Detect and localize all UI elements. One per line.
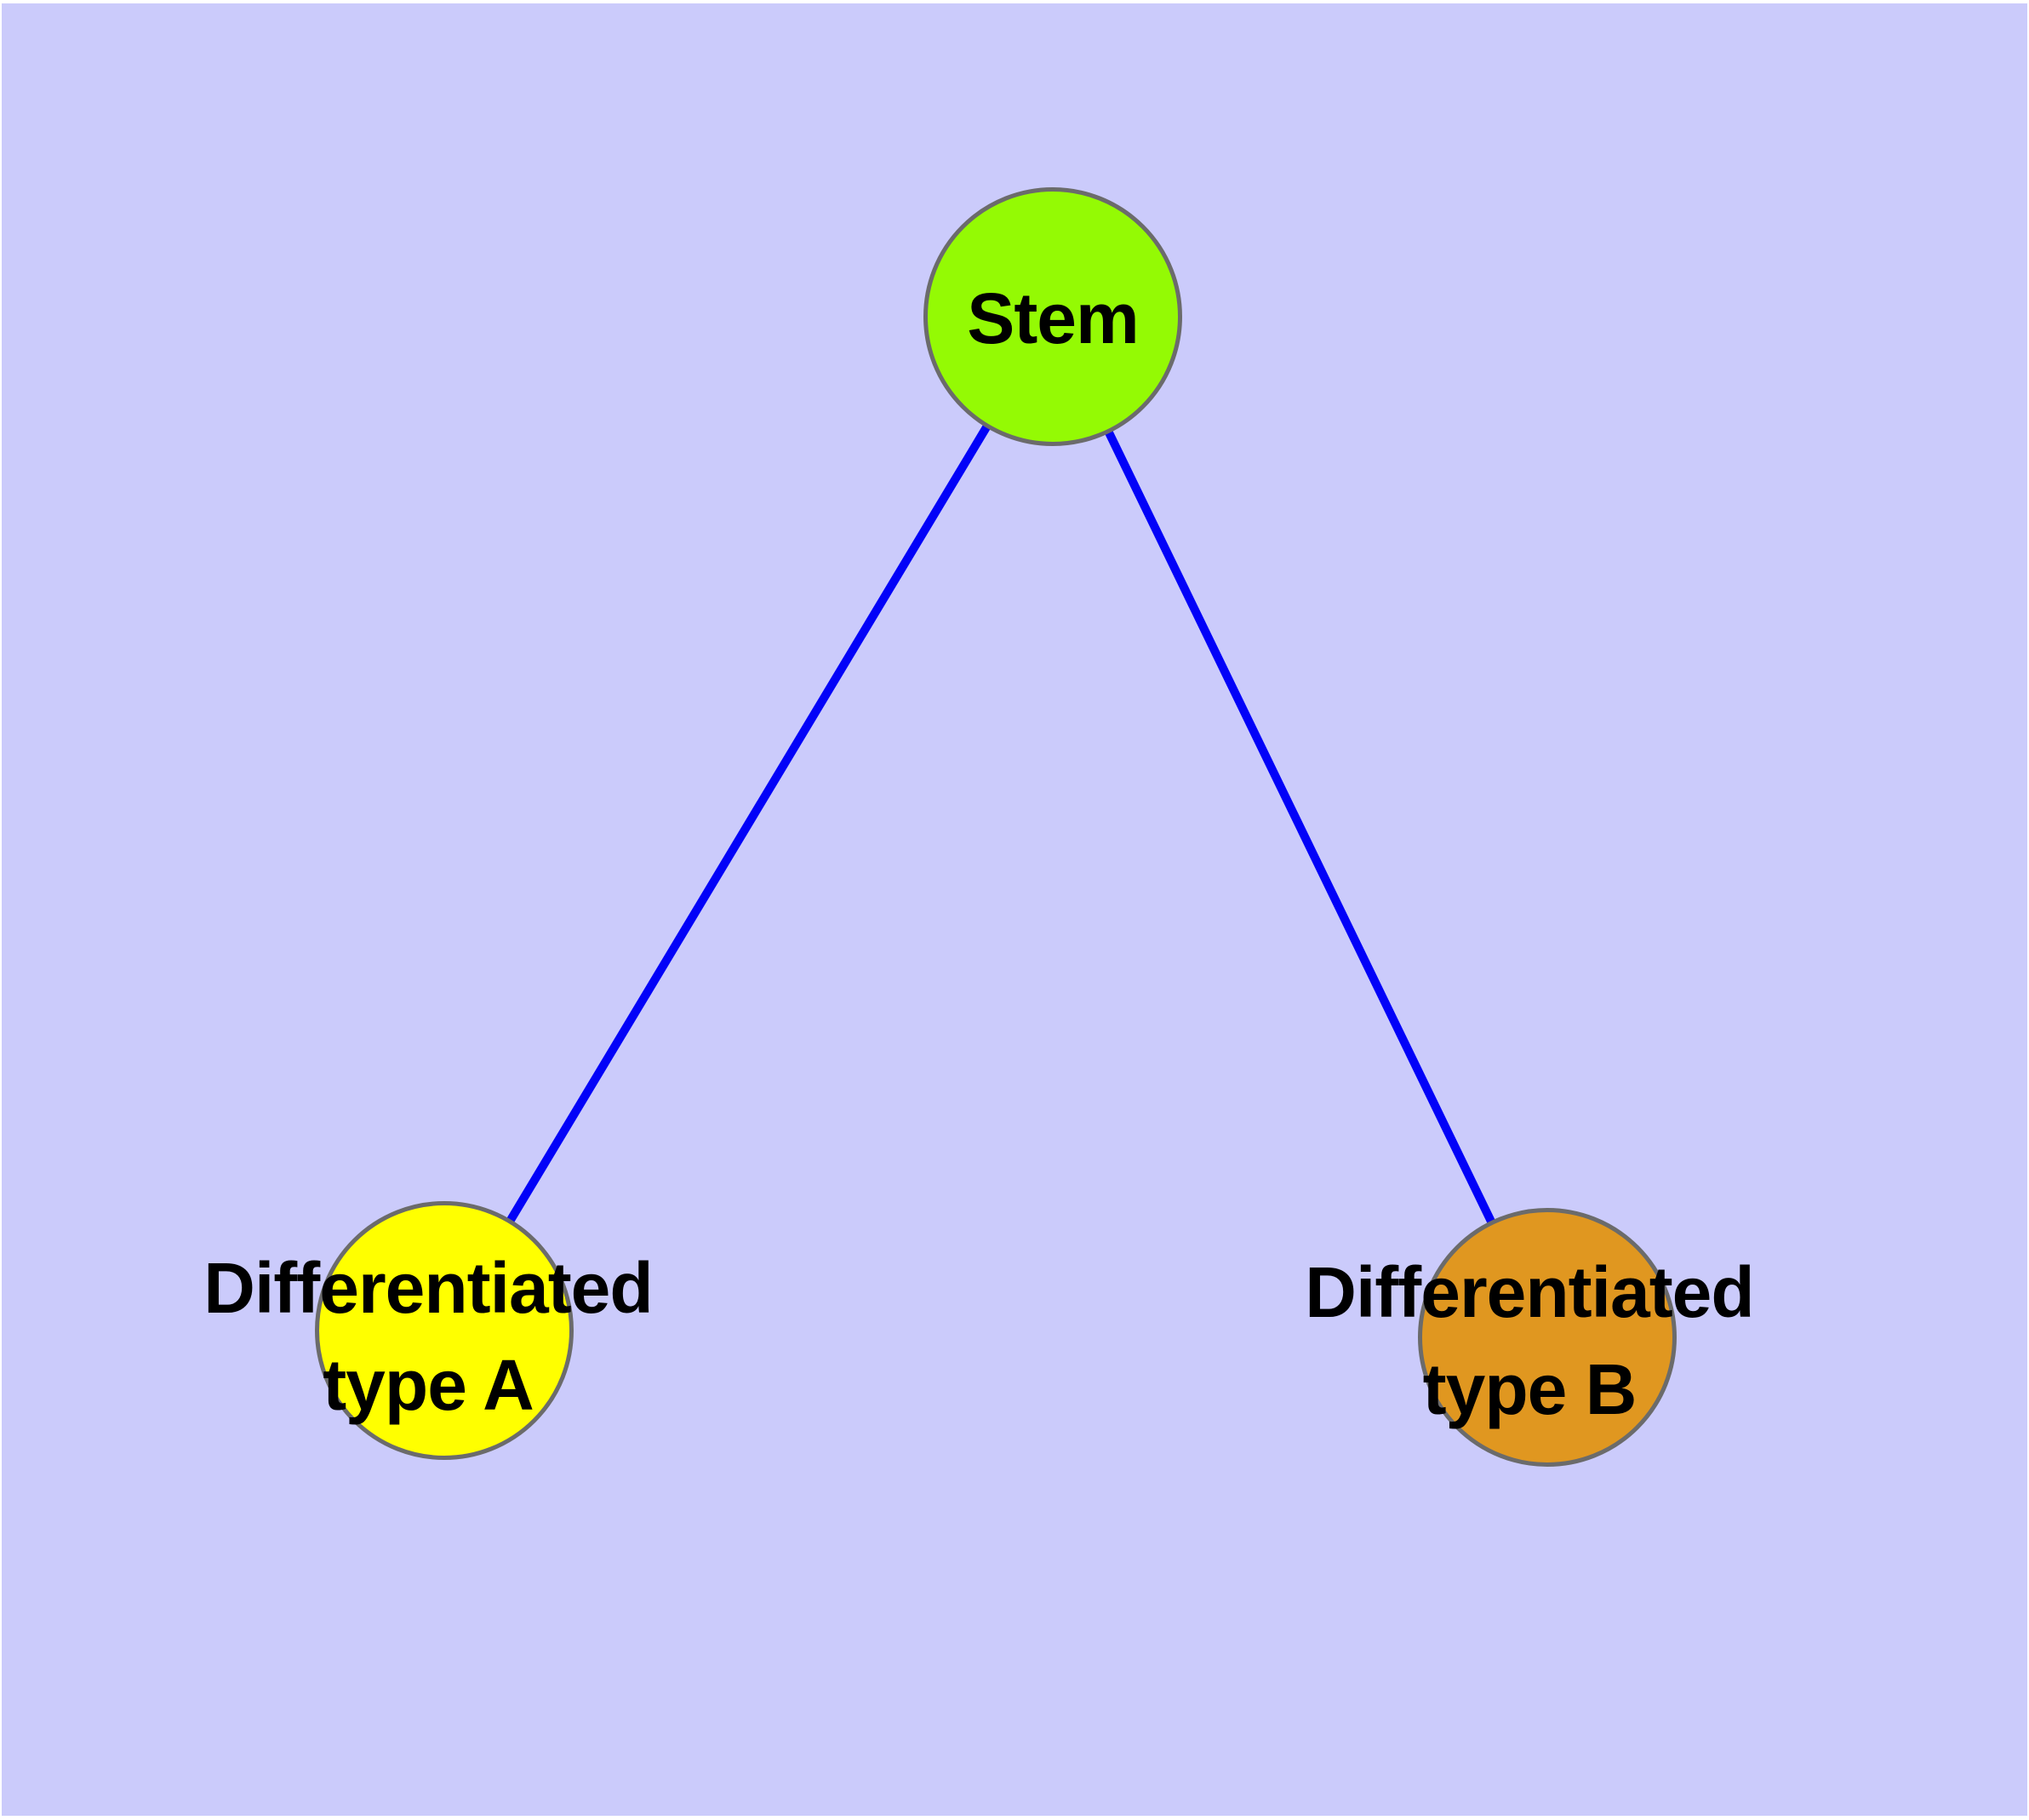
edge-stem-to-type-a bbox=[440, 314, 1057, 1333]
edge-stem-to-type-b bbox=[1049, 314, 1552, 1340]
node-label-stem: Stem bbox=[967, 278, 1139, 358]
node-label-differentiated-type-a: Differentiated type A bbox=[203, 1248, 653, 1425]
node-differentiated-type-a bbox=[315, 1201, 574, 1460]
node-label-differentiated-type-b: Differentiated type B bbox=[1305, 1252, 1754, 1429]
node-stem bbox=[923, 187, 1182, 446]
node-differentiated-type-b bbox=[1418, 1208, 1677, 1467]
